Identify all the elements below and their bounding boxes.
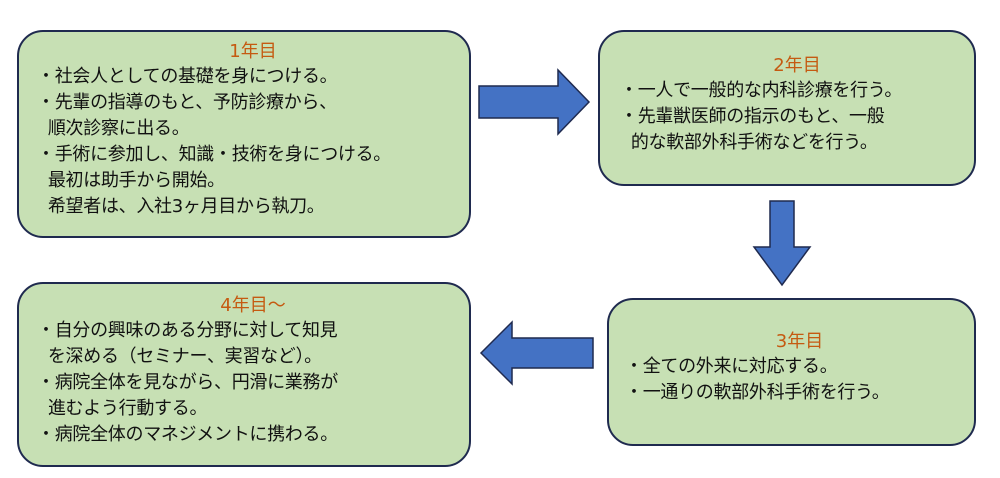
stage-line: を深める（セミナー、実習など）。 [37, 346, 322, 367]
stage-box-year-4-plus: 4年目～ ・自分の興味のある分野に対して知見 を深める（セミナー、実習など）。 … [17, 282, 471, 467]
arrow-right-icon [478, 68, 591, 136]
stage-line: ・社会人としての基礎を身につける。 [37, 66, 338, 87]
stage-line: ・一通りの軟部外科手術を行う。 [625, 382, 890, 403]
stage-line: ・手術に参加し、知識・技術を身につける。 [37, 144, 391, 165]
stage-box-year-3: 3年目 ・全ての外来に対応する。 ・一通りの軟部外科手術を行う。 [607, 298, 976, 446]
stage-line: ・先輩の指導のもと、予防診療から、 [37, 92, 337, 113]
stage-line: ・自分の興味のある分野に対して知見 [37, 320, 338, 341]
stage-line: ・全ての外来に対応する。 [625, 356, 838, 377]
stage-line: ・病院全体を見ながら、円滑に業務が [37, 372, 338, 393]
arrow-left-icon [479, 320, 594, 386]
stage-title: 2年目 [773, 55, 821, 76]
stage-line: 希望者は、入社3ヶ月目から執刀。 [37, 196, 325, 217]
stage-line: 最初は助手から開始。 [37, 170, 225, 191]
stage-title: 3年目 [775, 331, 824, 352]
arrow-down-icon [752, 200, 812, 287]
stage-line: 順次診察に出る。 [37, 118, 190, 139]
stage-title: 1年目 [229, 41, 277, 62]
stage-title: 4年目～ [220, 295, 286, 316]
stage-box-year-2: 2年目 ・一人で一般的な内科診療を行う。 ・先輩獣医師の指示のもと、一般 的な軟… [598, 30, 976, 186]
stage-line: ・一人で一般的な内科診療を行う。 [620, 80, 903, 101]
stage-line: 的な軟部外科手術などを行う。 [620, 132, 878, 153]
stage-box-year-1: 1年目 ・社会人としての基礎を身につける。 ・先輩の指導のもと、予防診療から、 … [17, 30, 471, 238]
stage-line: ・先輩獣医師の指示のもと、一般 [620, 106, 885, 127]
stage-line: 進むよう行動する。 [37, 398, 208, 419]
stage-line: ・病院全体のマネジメントに携わる。 [37, 424, 338, 445]
